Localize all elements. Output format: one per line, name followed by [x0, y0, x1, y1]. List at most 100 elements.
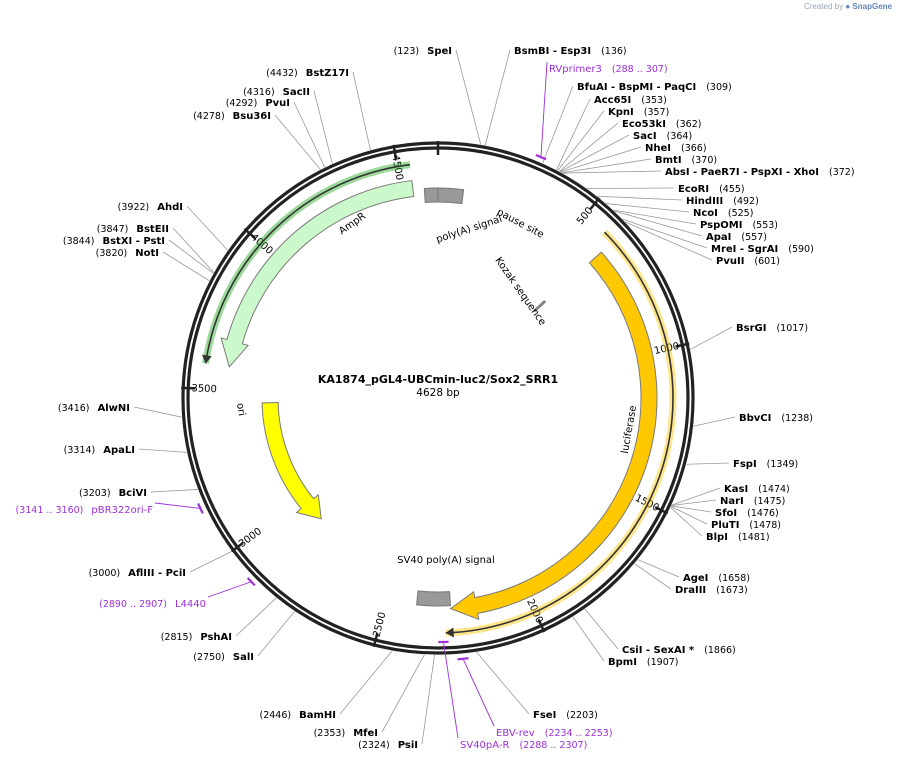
site-position: (492) [733, 196, 759, 207]
site-ecori: EcoRI(455) [678, 184, 745, 195]
site-name: KasI [724, 484, 748, 495]
leader-bstz17i [352, 71, 371, 151]
site-bsu36i: Bsu36I(4278) [193, 111, 271, 122]
site-position: (1866) [704, 645, 736, 656]
primer-name: EBV-rev [496, 728, 535, 739]
site-name: PvuI [265, 98, 290, 109]
orf-arrowhead-0 [445, 627, 454, 638]
primer-leader-rvprimer3 [540, 61, 548, 158]
leader-nhei [560, 146, 642, 173]
site-ncoi: NcoI (525) [693, 208, 753, 219]
site-position: (123) [394, 46, 420, 57]
site-name: SacII [283, 87, 310, 98]
site-name: SacI [633, 131, 657, 142]
site-pluti: PluTI(1478) [711, 520, 781, 531]
leader-sfoi [671, 505, 712, 513]
site-name: BsrGI [736, 323, 766, 334]
primer-rvprimer3: RVprimer3(288 .. 307) [549, 64, 668, 75]
site-name: NcoI [693, 208, 718, 219]
site-position: (372) [829, 167, 855, 178]
snapgene-credit: Created by ● SnapGene [804, 2, 892, 11]
leader-bfuai-bspmi-paqci [542, 85, 574, 164]
feature-luciferase [449, 251, 658, 621]
site-csii-sexai: CsiI - SexAI *(1866) [622, 645, 736, 656]
site-bsmbi-esp3i: BsmBI - Esp3I(136) [514, 46, 627, 57]
feature-pause-site [437, 187, 465, 205]
leader-bsmbi-esp3i [484, 49, 511, 146]
site-position: (1475) [754, 496, 786, 507]
site-position: (590) [788, 244, 814, 255]
leader-noti [162, 251, 210, 282]
leader-eco53ki [559, 122, 619, 172]
site-name: BbvCI [739, 413, 771, 424]
site-name: NheI [645, 143, 671, 154]
leader-nari [671, 499, 717, 506]
site-position: (2203) [566, 710, 598, 721]
site-name: MreI - SgrAI [711, 244, 778, 255]
leader-pspomi [613, 209, 697, 225]
feature-label-sv40-poly-a-signal: SV40 poly(A) signal [397, 555, 495, 566]
site-fsei: FseI (2203) [533, 710, 598, 721]
credit-brand: SnapGene [852, 2, 892, 11]
site-name: PsiI [398, 740, 418, 751]
feature-sv40-poly-a-signal [416, 590, 451, 607]
site-labels: SpeI(123)BsmBI - Esp3I(136)BfuAI - BspMI… [58, 46, 855, 751]
site-name: BstXI - PstI [102, 236, 165, 247]
site-fspi: FspI(1349) [733, 459, 798, 470]
feature-ori [261, 402, 322, 520]
site-position: (525) [728, 208, 754, 219]
site-name: FseI [533, 710, 556, 721]
leader-kpni [557, 110, 605, 171]
site-leader-lines [133, 49, 736, 745]
site-position: (3847) [97, 224, 129, 235]
tick-label-3000: 3000 [237, 526, 264, 550]
site-nhei: NheI (366) [645, 143, 707, 154]
site-psii: PsiI(2324) [358, 740, 418, 751]
site-name: SalI [233, 652, 254, 663]
leader-csii-sexai [584, 608, 619, 650]
site-position: (4292) [226, 98, 258, 109]
site-name: ApaI [706, 232, 731, 243]
site-position: (1238) [781, 413, 813, 424]
site-acc65i: Acc65I(353) [594, 95, 667, 106]
site-mrei-sgrai: MreI - SgrAI (590) [711, 244, 814, 255]
plasmid-center: KA1874_pGL4-UBCmin-luc2/Sox2_SRR1 4628 b… [318, 373, 558, 399]
leader-bamhi [339, 650, 393, 715]
site-mfei: MfeI(2353) [314, 728, 378, 739]
site-name: AgeI [683, 573, 708, 584]
leader-fsei [476, 651, 530, 715]
primer-sv40pa-r: SV40pA-R(2288 .. 2307) [460, 740, 587, 751]
site-bfuai-bspmi-paqci: BfuAI - BspMI - PaqCI(309) [577, 82, 732, 93]
site-pshai: PshAI(2815) [161, 632, 232, 643]
primer-arc-rvprimer3 [535, 153, 547, 161]
tick-mark-3000 [231, 542, 244, 553]
tick-label-500: 500 [575, 205, 596, 227]
site-blpi: BlpI(1481) [706, 532, 770, 543]
primer-leader-l4440 [207, 581, 252, 598]
site-position: (2353) [314, 728, 346, 739]
leader-blpi [670, 507, 703, 537]
leader-apai [614, 210, 703, 237]
site-position: (3203) [79, 488, 111, 499]
leader-draiii [634, 563, 672, 590]
leader-mrei-sgrai [622, 218, 708, 249]
primer-arc-ebv-rev [457, 657, 469, 661]
leader-afliii-pcii [189, 551, 232, 573]
leader-pvui [293, 101, 326, 168]
primer-l4440: L4440(2890 .. 2907) [99, 599, 206, 610]
site-bbvci: BbvCI (1238) [739, 413, 813, 424]
feature-poly-a-signal [423, 187, 439, 203]
site-bstz17i: BstZ17I(4432) [266, 68, 349, 79]
site-name: DraIII [675, 585, 706, 596]
site-name: SfoI [715, 508, 737, 519]
site-position: (557) [741, 232, 767, 243]
feature-label-ori: ori [234, 402, 247, 417]
site-name: AhdI [157, 202, 183, 213]
site-name: BfuAI - BspMI - PaqCI [577, 82, 696, 93]
site-position: (4278) [193, 111, 225, 122]
site-position: (366) [681, 143, 707, 154]
site-name: BamHI [299, 710, 336, 721]
site-sali: SalI(2750) [193, 652, 254, 663]
site-position: (601) [754, 256, 780, 267]
